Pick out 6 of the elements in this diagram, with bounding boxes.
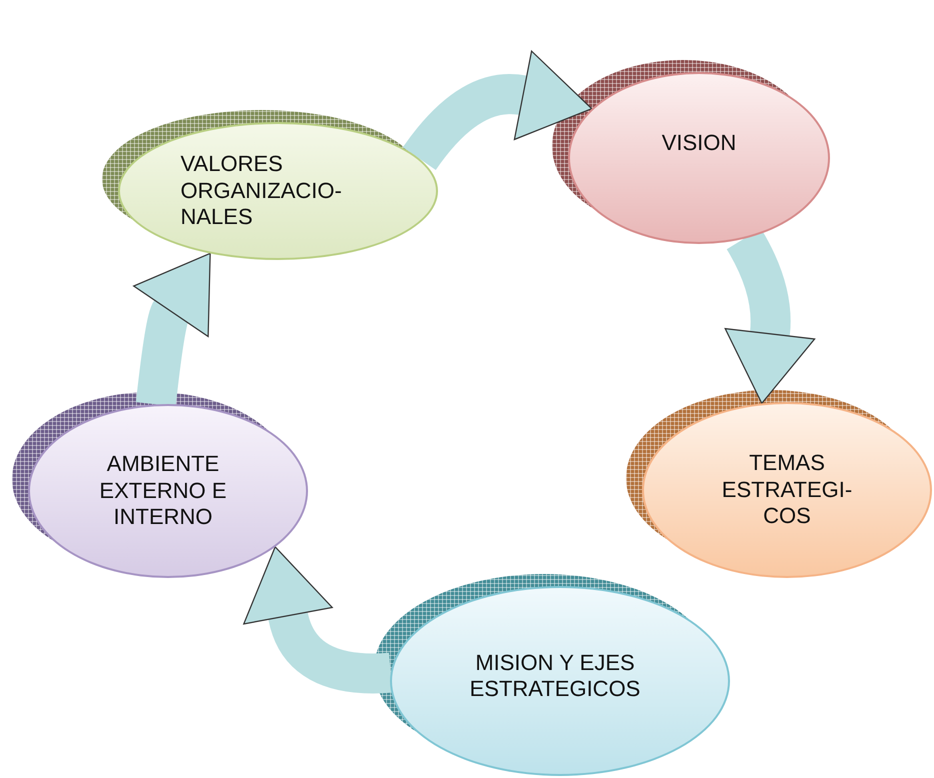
node-label: AMBIENTE EXTERNO E INTERNO: [98, 451, 228, 531]
node-label: TEMAS ESTRATEGI- COS: [720, 450, 854, 530]
node-label: VISION: [660, 130, 738, 156]
node-label: MISION Y EJES ESTRATEGICOS: [468, 650, 642, 702]
curved-arrow: [244, 547, 392, 694]
node-label: VALORES ORGANIZACIO- NALES: [180, 151, 343, 231]
